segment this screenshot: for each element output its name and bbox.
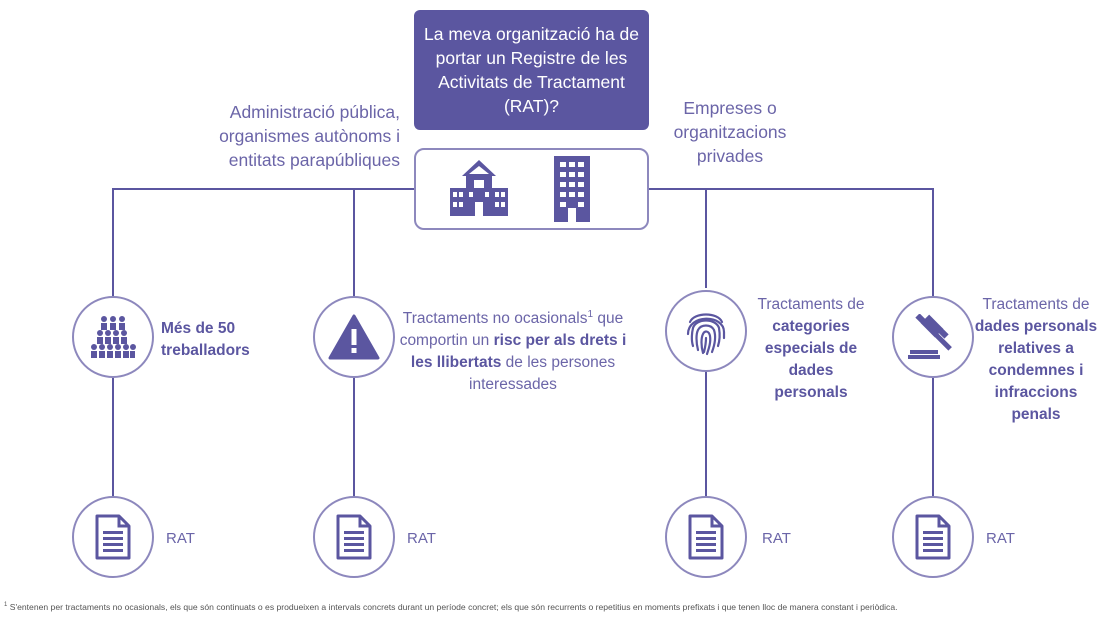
public-sector-label: Administració pública, organismes autòno… — [219, 102, 400, 170]
criminal-criterion-text: Tractaments de dades personals relatives… — [972, 294, 1100, 426]
risk-criterion-text: Tractaments no ocasionals1 que comportin… — [398, 304, 628, 396]
risk-criterion-post: de les persones interessades — [469, 354, 616, 394]
special-criterion-bold: categories especials de dades personals — [764, 318, 858, 401]
question-title: La meva organització ha de portar un Reg… — [424, 24, 639, 116]
criminal-data-circle — [892, 296, 974, 378]
risk-circle — [313, 296, 395, 378]
criminal-criterion-pre: Tractaments de — [982, 296, 1090, 313]
rat-result-circle — [665, 496, 747, 578]
risk-criterion-bold: risc per als drets i les llibertats — [410, 332, 627, 372]
footnote-marker: 1 — [587, 309, 594, 320]
rat-result-circle — [892, 496, 974, 578]
risk-criterion-mid: que comportin un — [399, 310, 624, 350]
criminal-criterion-bold: dades personals relatives a condemnes i … — [974, 318, 1098, 423]
organization-icons-box — [414, 148, 649, 230]
workers-criterion-bold: Més de 50 treballadors — [161, 320, 250, 359]
private-sector-label: Empreses o organitzacions privades — [673, 98, 787, 166]
document-icon — [915, 514, 951, 560]
special-criterion-text: Tractaments de categories especials de d… — [752, 294, 870, 404]
rat-result-circle — [72, 496, 154, 578]
connector-line — [649, 188, 934, 190]
document-icon — [688, 514, 724, 560]
connector-line — [112, 188, 114, 298]
workers-criterion-text: Més de 50 treballadors — [161, 318, 271, 362]
fingerprint-icon — [686, 313, 726, 356]
gavel-icon — [908, 314, 952, 359]
question-box: La meva organització ha de portar un Reg… — [414, 10, 649, 130]
document-icon — [336, 514, 372, 560]
special-categories-circle — [665, 290, 747, 372]
warning-triangle-icon — [328, 314, 380, 360]
connector-line — [705, 188, 707, 288]
connector-line — [353, 188, 355, 298]
workers-circle — [72, 296, 154, 378]
connector-line — [932, 378, 934, 498]
rat-result-label: RAT — [762, 530, 791, 547]
connector-line — [112, 378, 114, 498]
special-criterion-pre: Tractaments de — [757, 296, 865, 313]
rat-result-label: RAT — [986, 530, 1015, 547]
document-icon — [95, 514, 131, 560]
rat-result-label: RAT — [407, 530, 436, 547]
connector-line — [353, 378, 355, 498]
connector-line — [932, 188, 934, 298]
connector-line — [705, 370, 707, 498]
people-group-icon — [91, 316, 136, 358]
rat-result-circle — [313, 496, 395, 578]
rat-result-label: RAT — [166, 530, 195, 547]
footnote-number: 1 — [4, 602, 8, 608]
risk-criterion-pre: Tractaments no ocasionals — [402, 310, 588, 328]
office-tower-icon — [554, 156, 590, 222]
public-building-icon — [450, 160, 508, 216]
footnote-text: S'entenen per tractaments no ocasionals,… — [7, 601, 898, 612]
connector-line — [112, 188, 414, 190]
footnote: 1 S'entenen per tractaments no ocasional… — [4, 600, 1094, 613]
